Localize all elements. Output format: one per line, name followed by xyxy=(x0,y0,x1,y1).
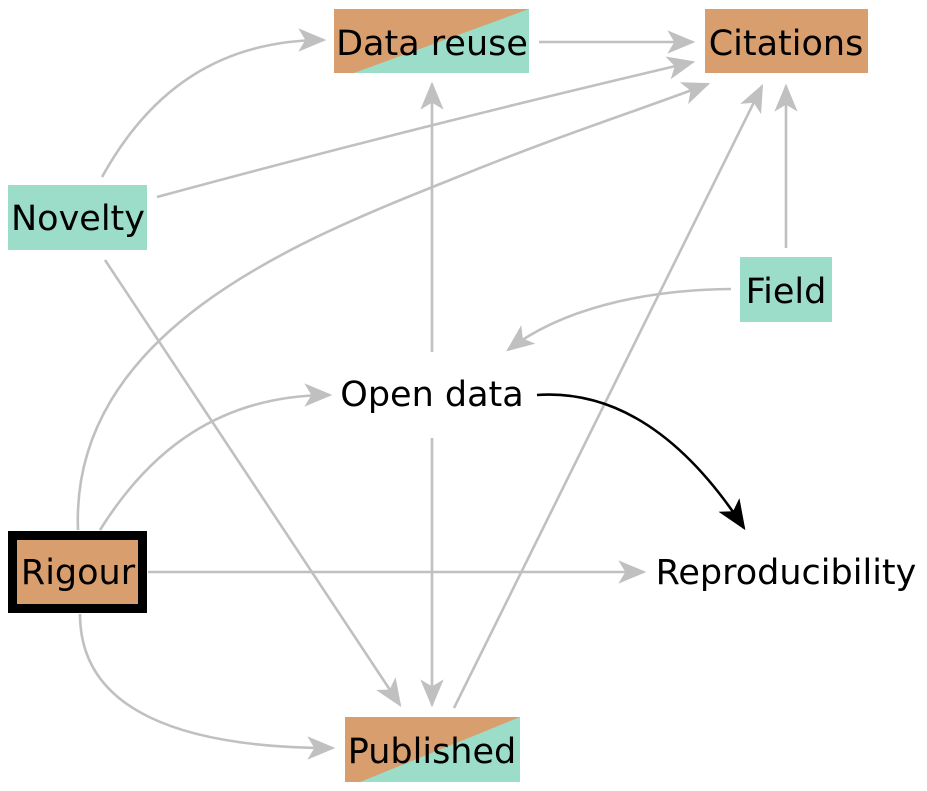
node-citations-label: Citations xyxy=(709,24,864,64)
edge-novelty-to-citations xyxy=(156,56,696,199)
node-reproducibility-label: Reproducibility xyxy=(656,553,917,593)
edge-novelty-to-data-reuse xyxy=(100,28,327,178)
node-open-data-label: Open data xyxy=(340,375,523,415)
node-novelty: Novelty xyxy=(8,185,147,250)
edge-rigour-to-published xyxy=(78,613,336,760)
edges-layer xyxy=(76,28,798,760)
node-field-bg xyxy=(740,257,832,322)
edge-published-to-citations xyxy=(452,83,764,709)
node-data-reuse: Data reuse xyxy=(334,9,529,73)
node-reproducibility: Reproducibility xyxy=(656,553,917,593)
node-data-reuse-bg-teal xyxy=(354,9,529,73)
node-citations-bg xyxy=(705,9,868,73)
node-field-label: Field xyxy=(746,272,827,312)
edge-open-data-to-reproducibility xyxy=(536,393,746,531)
edge-rigour-to-citations xyxy=(76,82,711,531)
node-rigour-label: Rigour xyxy=(21,553,136,593)
node-published-label: Published xyxy=(348,732,517,772)
node-field: Field xyxy=(740,257,832,322)
node-rigour-bg xyxy=(17,540,138,604)
edge-rigour-to-open-data xyxy=(98,383,333,531)
node-published-bg-teal xyxy=(360,717,520,782)
node-novelty-bg xyxy=(8,185,147,250)
node-citations: Citations xyxy=(705,9,868,73)
node-published: Published xyxy=(345,717,520,782)
node-data-reuse-label: Data reuse xyxy=(336,24,528,64)
node-open-data: Open data xyxy=(340,375,523,415)
node-rigour: Rigour xyxy=(8,531,147,613)
edge-novelty-to-published xyxy=(103,259,402,707)
edge-field-to-open-data xyxy=(506,287,732,352)
node-novelty-label: Novelty xyxy=(11,199,145,239)
